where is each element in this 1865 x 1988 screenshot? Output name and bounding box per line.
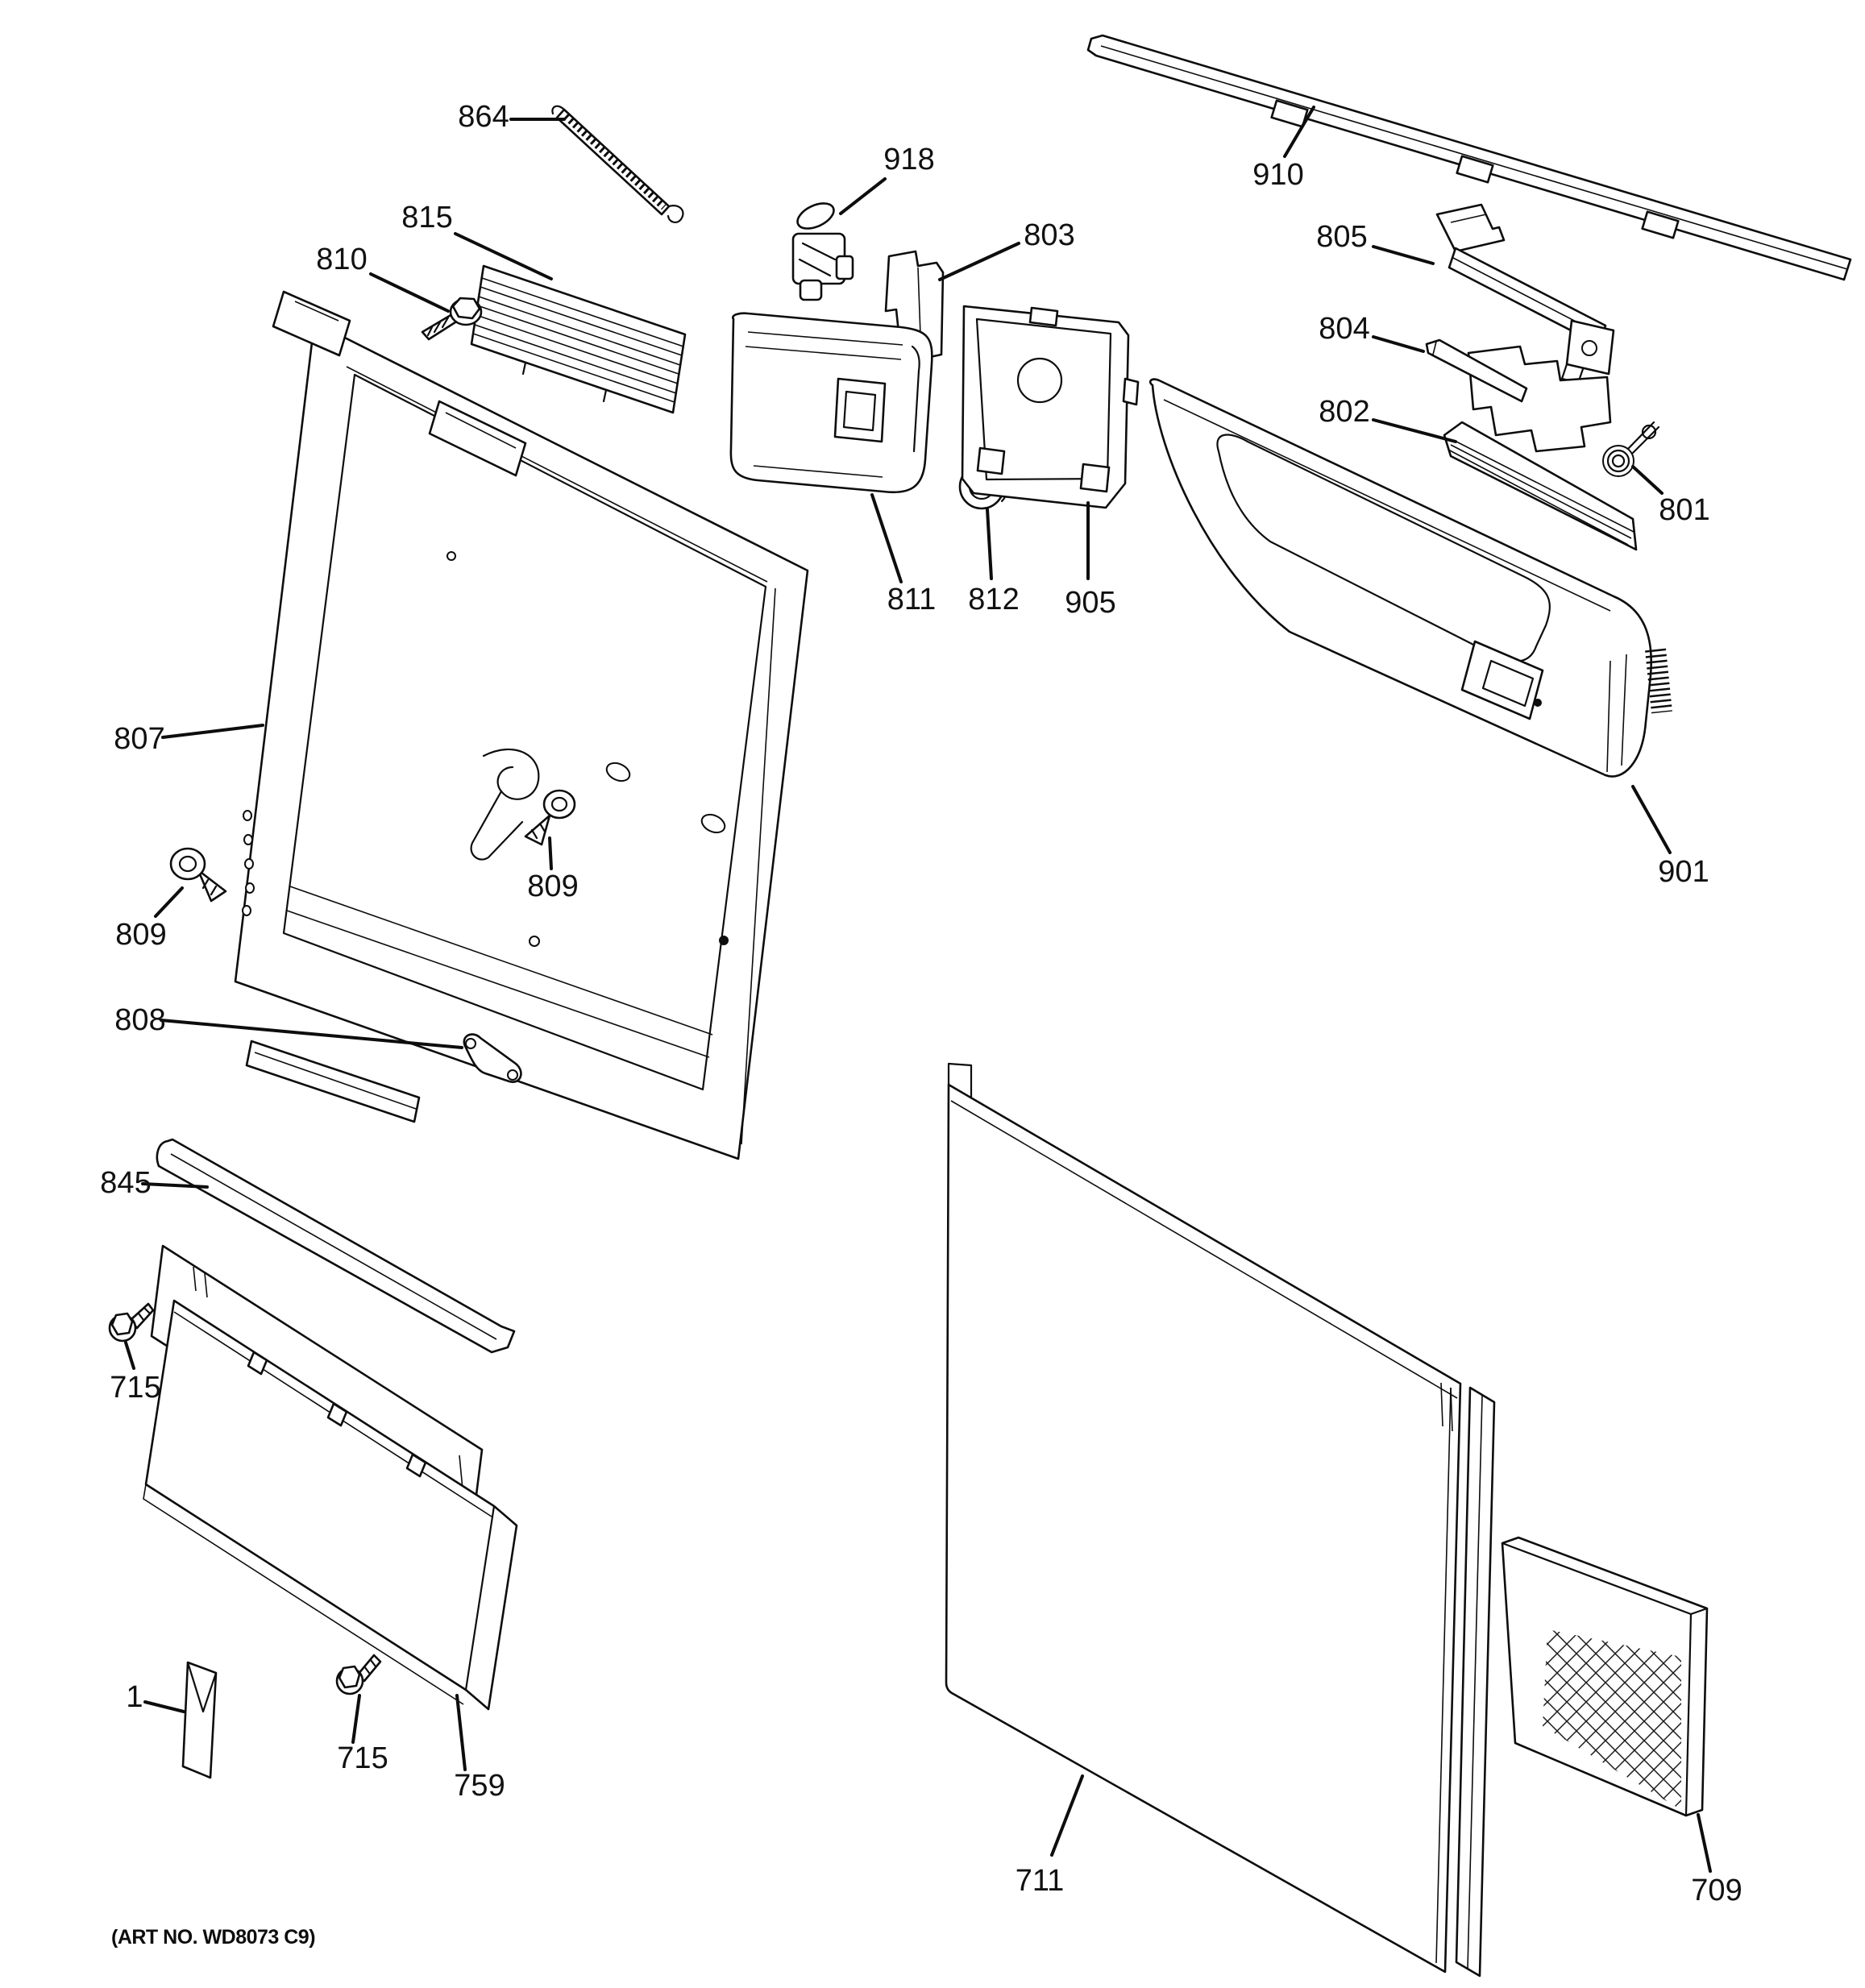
callout-label-809-2: 809 [527,869,578,903]
callout-label-711: 711 [1016,1864,1065,1898]
part-811-detergent-dispenser [729,312,933,494]
callout-label-802: 802 [1319,395,1369,429]
leader-line-804 [1372,335,1425,353]
callout-label-804: 804 [1319,312,1369,346]
leader-line-845 [141,1182,209,1189]
callout-label-815: 815 [401,201,452,234]
leader-line-809 [154,886,184,918]
leader-line-711 [1050,1774,1084,1857]
part-918-vent-valve [791,202,854,301]
leader-line-810 [369,272,450,313]
callout-label-809: 809 [115,918,166,952]
leader-line-901 [1631,785,1672,854]
art-number-text: (ART NO. WD8073 C9) [111,1926,316,1949]
callout-label-845: 845 [100,1166,151,1200]
callout-label-918: 918 [883,143,934,176]
part-809-fastener-bottom [524,789,576,846]
callout-label-803: 803 [1024,218,1074,252]
callout-label-807: 807 [114,722,164,756]
part-802-splash-shield [1443,421,1638,551]
leader-line-805 [1372,245,1435,265]
callout-label-715-2: 715 [337,1741,388,1775]
part-845-lower-trim [156,1138,516,1354]
leader-line-808 [160,1019,463,1049]
callout-label-759: 759 [454,1769,505,1803]
part-864-gasket-strip [551,105,684,224]
callout-layer: 864 918 815 810 803 910 805 804 802 801 811 812 905 9… [100,100,1742,1907]
leader-line-803 [938,242,1020,281]
part-759-access-panel [143,1244,518,1711]
leader-line-802 [1372,418,1457,443]
leader-line-811 [870,493,903,583]
leader-line-801 [1631,465,1664,495]
part-807-inner-door-panel [234,290,809,1160]
callout-label-1: 1 [126,1680,143,1714]
part-door-edge-strip [1455,1386,1496,1978]
callout-label-808: 808 [114,1003,165,1037]
leader-line-715-2 [351,1694,361,1744]
callout-label-812: 812 [968,583,1019,616]
part-715-screw-bottom [335,1654,382,1695]
part-810-screw [421,297,483,341]
part-809-fastener-left [169,847,227,903]
leader-line-715 [124,1341,135,1370]
callout-label-901: 901 [1658,855,1709,889]
part-709-door-insulation [1501,1536,1709,1817]
callout-label-715: 715 [110,1371,160,1405]
part-804-latch-rod [1425,338,1612,453]
callout-label-811: 811 [887,583,937,616]
part-808-door-clip [463,1033,522,1083]
callout-label-801: 801 [1659,493,1709,527]
leader-line-910 [1283,106,1315,158]
part-805-bracket [1435,203,1615,384]
part-715-screw-left [108,1302,155,1343]
part-815-vent-grille [470,264,687,414]
leader-line-809-2 [548,836,553,870]
leader-line-1 [143,1700,185,1713]
leader-line-918 [839,177,887,215]
part-1-literature-packet [181,1661,218,1779]
leader-line-815 [454,232,553,280]
part-901-escutcheon-panel [1148,378,1672,778]
callout-label-805: 805 [1316,220,1367,254]
leader-line-807 [161,724,264,739]
part-905-control-module [961,305,1140,509]
callout-label-910: 910 [1252,158,1303,192]
leader-line-759 [455,1694,467,1771]
part-711-outer-door-panel [945,1062,1462,1973]
part-801-spring-screw [1602,421,1660,477]
callout-label-709: 709 [1691,1874,1742,1907]
callout-label-864: 864 [458,100,509,134]
part-910-top-trim-strip [1086,34,1852,281]
leader-line-709 [1697,1813,1712,1873]
leader-line-812 [986,508,993,580]
callout-label-810: 810 [316,243,367,276]
callout-label-905: 905 [1065,586,1115,620]
